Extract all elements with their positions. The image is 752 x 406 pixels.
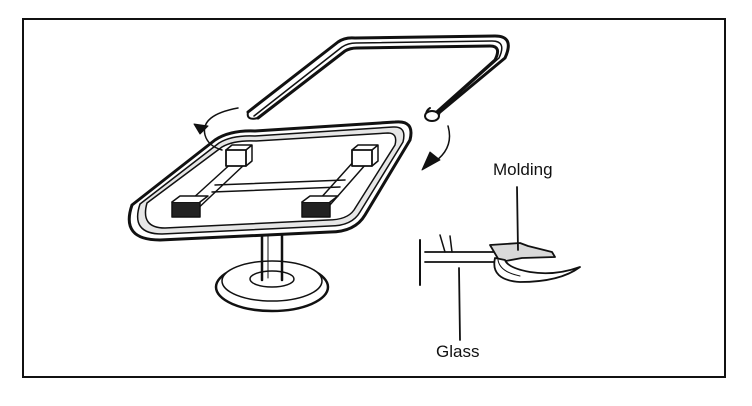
glass-label: Glass (436, 342, 480, 361)
stand-base (214, 260, 330, 313)
molding-label: Molding (493, 160, 553, 179)
leader-line (458, 186, 519, 341)
molding-cross-section (419, 234, 581, 286)
support-bars (171, 144, 379, 218)
curved-arrow-icon (193, 107, 451, 171)
lower-glass-frame (127, 120, 413, 242)
upper-molding-frame (246, 34, 510, 122)
